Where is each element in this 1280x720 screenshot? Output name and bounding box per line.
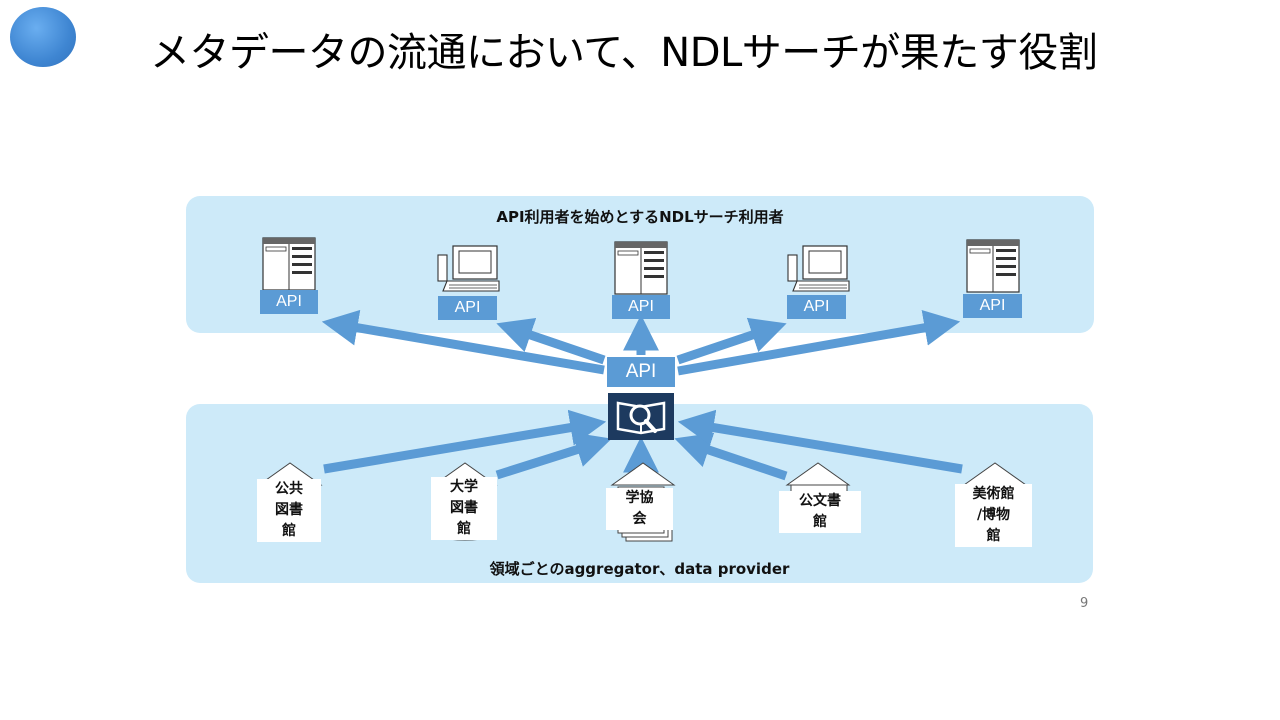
aggregators-panel-label: 領域ごとのaggregator、data provider bbox=[489, 560, 790, 578]
arrow-from-provider-1 bbox=[323, 409, 607, 474]
user-api-tag-1: API bbox=[260, 290, 318, 314]
arrow-to-user-4 bbox=[676, 317, 787, 365]
arrow-from-provider-2 bbox=[495, 432, 612, 480]
server-icon bbox=[614, 241, 668, 295]
server-icon bbox=[966, 239, 1020, 293]
ndl-search-book-magnifier-icon bbox=[608, 393, 674, 440]
arrow-from-provider-5 bbox=[677, 409, 963, 474]
provider-label-academic-society: 学協 会 bbox=[606, 488, 673, 530]
pc-icon bbox=[437, 245, 500, 292]
arrow-to-user-2 bbox=[496, 317, 606, 365]
page-number: 9 bbox=[1080, 596, 1089, 611]
ndl-search-api-tag: API bbox=[607, 357, 675, 387]
slide-title: メタデータの流通において、NDLサーチが果たす役割 bbox=[150, 30, 1098, 76]
server-icon bbox=[262, 237, 316, 291]
pc-icon bbox=[787, 245, 850, 292]
arrow-to-user-1 bbox=[321, 309, 605, 375]
provider-label-museum: 美術館 /博物 館 bbox=[955, 484, 1032, 547]
user-api-tag-2: API bbox=[438, 296, 497, 320]
user-api-tag-4: API bbox=[787, 295, 846, 319]
user-api-tag-5: API bbox=[963, 294, 1022, 318]
arrow-from-provider-4 bbox=[674, 432, 788, 481]
arrow-to-user-5 bbox=[677, 310, 961, 376]
api-users-panel-label: API利用者を始めとするNDLサーチ利用者 bbox=[496, 208, 784, 226]
title-bullet-dot bbox=[10, 7, 76, 67]
user-api-tag-3: API bbox=[612, 295, 670, 319]
provider-label-public-library: 公共 図書 館 bbox=[257, 479, 321, 542]
provider-label-university-library: 大学 図書 館 bbox=[431, 477, 497, 540]
provider-label-archives: 公文書 館 bbox=[779, 491, 861, 533]
